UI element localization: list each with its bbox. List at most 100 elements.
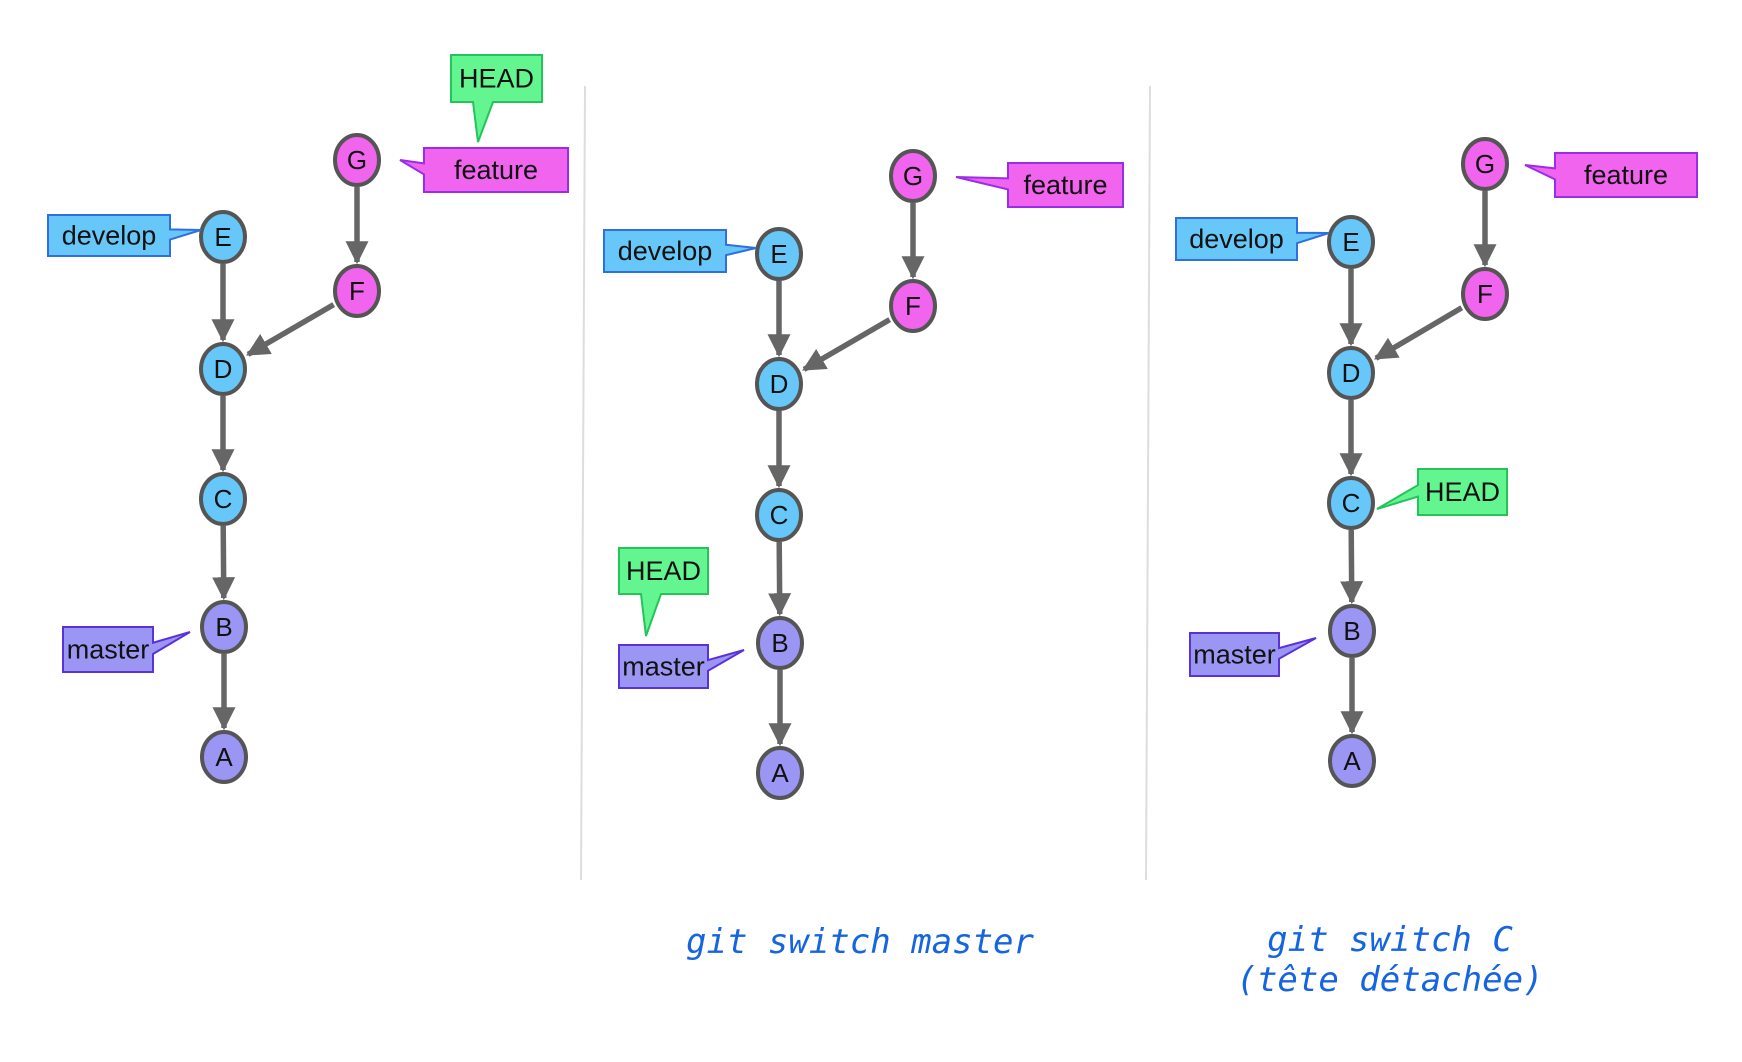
commit-node-a: A [1328, 734, 1376, 788]
commit-node-label: F [905, 291, 921, 321]
ref-label-feature: feature [1524, 152, 1698, 198]
commit-node-c: C [755, 488, 803, 542]
commit-node-label: B [1343, 616, 1360, 646]
ref-label-head: HEAD [618, 547, 709, 637]
commit-node-label: G [347, 145, 367, 175]
ref-label-box [399, 147, 569, 193]
commit-node-shape [1328, 604, 1376, 658]
commit-node-shape [1461, 137, 1509, 191]
ref-label-text: master [622, 652, 705, 682]
commit-node-b: B [756, 616, 804, 670]
caption-panel-3: git switch C (tête détachée) [1160, 920, 1620, 1000]
commit-node-shape [1327, 215, 1375, 269]
commit-node-shape [199, 210, 247, 264]
commit-node-c: C [199, 472, 247, 526]
ref-label-box [1175, 217, 1330, 261]
ref-label-box [1524, 152, 1698, 198]
commit-node-label: B [215, 612, 232, 642]
ref-label-master: master [618, 644, 745, 689]
ref-label-box [62, 626, 191, 673]
commit-node-shape [200, 730, 248, 784]
commit-node-shape [889, 279, 937, 333]
caption-line: git switch master [686, 922, 1034, 962]
ref-label-box [618, 547, 709, 637]
commit-node-e: E [755, 227, 803, 281]
caption-line: git switch C [1267, 920, 1513, 960]
commit-node-g: G [1461, 137, 1509, 191]
commit-node-label: D [214, 354, 233, 384]
commit-node-f: F [333, 264, 381, 318]
commit-node-a: A [756, 746, 804, 800]
commit-node-shape [200, 600, 248, 654]
commit-node-shape [1327, 346, 1375, 400]
commit-node-g: G [889, 149, 937, 203]
commit-node-shape [333, 133, 381, 187]
commit-node-b: B [1328, 604, 1376, 658]
commit-node-shape [333, 264, 381, 318]
commit-node-label: D [1342, 358, 1361, 388]
edge-f-d [802, 317, 892, 372]
panels-layer: G F E D C B A HEAD feature develop master G F E D C B Afe… [47, 54, 1698, 800]
ref-label-text: master [67, 635, 150, 665]
commit-node-d: D [199, 342, 247, 396]
commit-node-label: D [770, 369, 789, 399]
commit-node-shape [199, 472, 247, 526]
commit-node-f: F [889, 279, 937, 333]
ref-label-head: HEAD [1376, 468, 1508, 516]
ref-label-text: develop [1189, 224, 1284, 254]
ref-label-text: HEAD [1425, 477, 1500, 507]
ref-label-develop: develop [1175, 217, 1330, 261]
ref-label-box [618, 644, 745, 689]
commit-node-label: E [770, 239, 787, 269]
ref-label-feature: feature [399, 147, 569, 193]
ref-label-text: feature [1023, 170, 1107, 200]
ref-label-box [603, 229, 757, 273]
commit-node-shape [1327, 476, 1375, 530]
ref-label-text: HEAD [626, 556, 701, 586]
commit-node-shape [756, 616, 804, 670]
commit-node-label: C [214, 484, 233, 514]
panel-divider-2 [1145, 85, 1151, 881]
commit-node-a: A [200, 730, 248, 784]
commit-node-d: D [1327, 346, 1375, 400]
edge-f-d [1373, 305, 1464, 361]
commit-node-label: E [1342, 227, 1359, 257]
ref-label-box [450, 54, 543, 143]
commit-node-label: E [214, 222, 231, 252]
edge-c-b [1340, 529, 1364, 605]
edge-f-d [246, 302, 336, 357]
ref-label-develop: develop [603, 229, 757, 273]
commit-node-g: G [333, 133, 381, 187]
commit-node-label: F [349, 276, 365, 306]
ref-label-box [47, 214, 202, 257]
commit-node-label: C [770, 500, 789, 530]
ref-label-box [955, 162, 1124, 208]
commit-node-label: A [771, 758, 789, 788]
edge-c-b [768, 541, 792, 617]
edge-c-b [212, 525, 236, 601]
caption-panel-2: git switch master [600, 922, 1120, 962]
ref-label-text: develop [62, 221, 157, 251]
ref-label-box [1189, 632, 1317, 677]
ref-label-text: master [1193, 640, 1276, 670]
commit-node-e: E [199, 210, 247, 264]
commit-node-f: F [1461, 267, 1509, 321]
commit-node-shape [199, 342, 247, 396]
ref-label-box [1376, 468, 1508, 516]
commit-node-shape [755, 227, 803, 281]
commit-node-label: B [771, 628, 788, 658]
commit-node-label: G [903, 161, 923, 191]
commit-node-b: B [200, 600, 248, 654]
ref-label-feature: feature [955, 162, 1124, 208]
commit-node-shape [755, 488, 803, 542]
commit-node-shape [755, 357, 803, 411]
commit-node-label: G [1475, 149, 1495, 179]
commit-node-label: C [1342, 488, 1361, 518]
ref-label-text: feature [454, 155, 538, 185]
panel-divider-1 [580, 85, 586, 881]
commit-node-c: C [1327, 476, 1375, 530]
ref-label-text: feature [1584, 160, 1668, 190]
